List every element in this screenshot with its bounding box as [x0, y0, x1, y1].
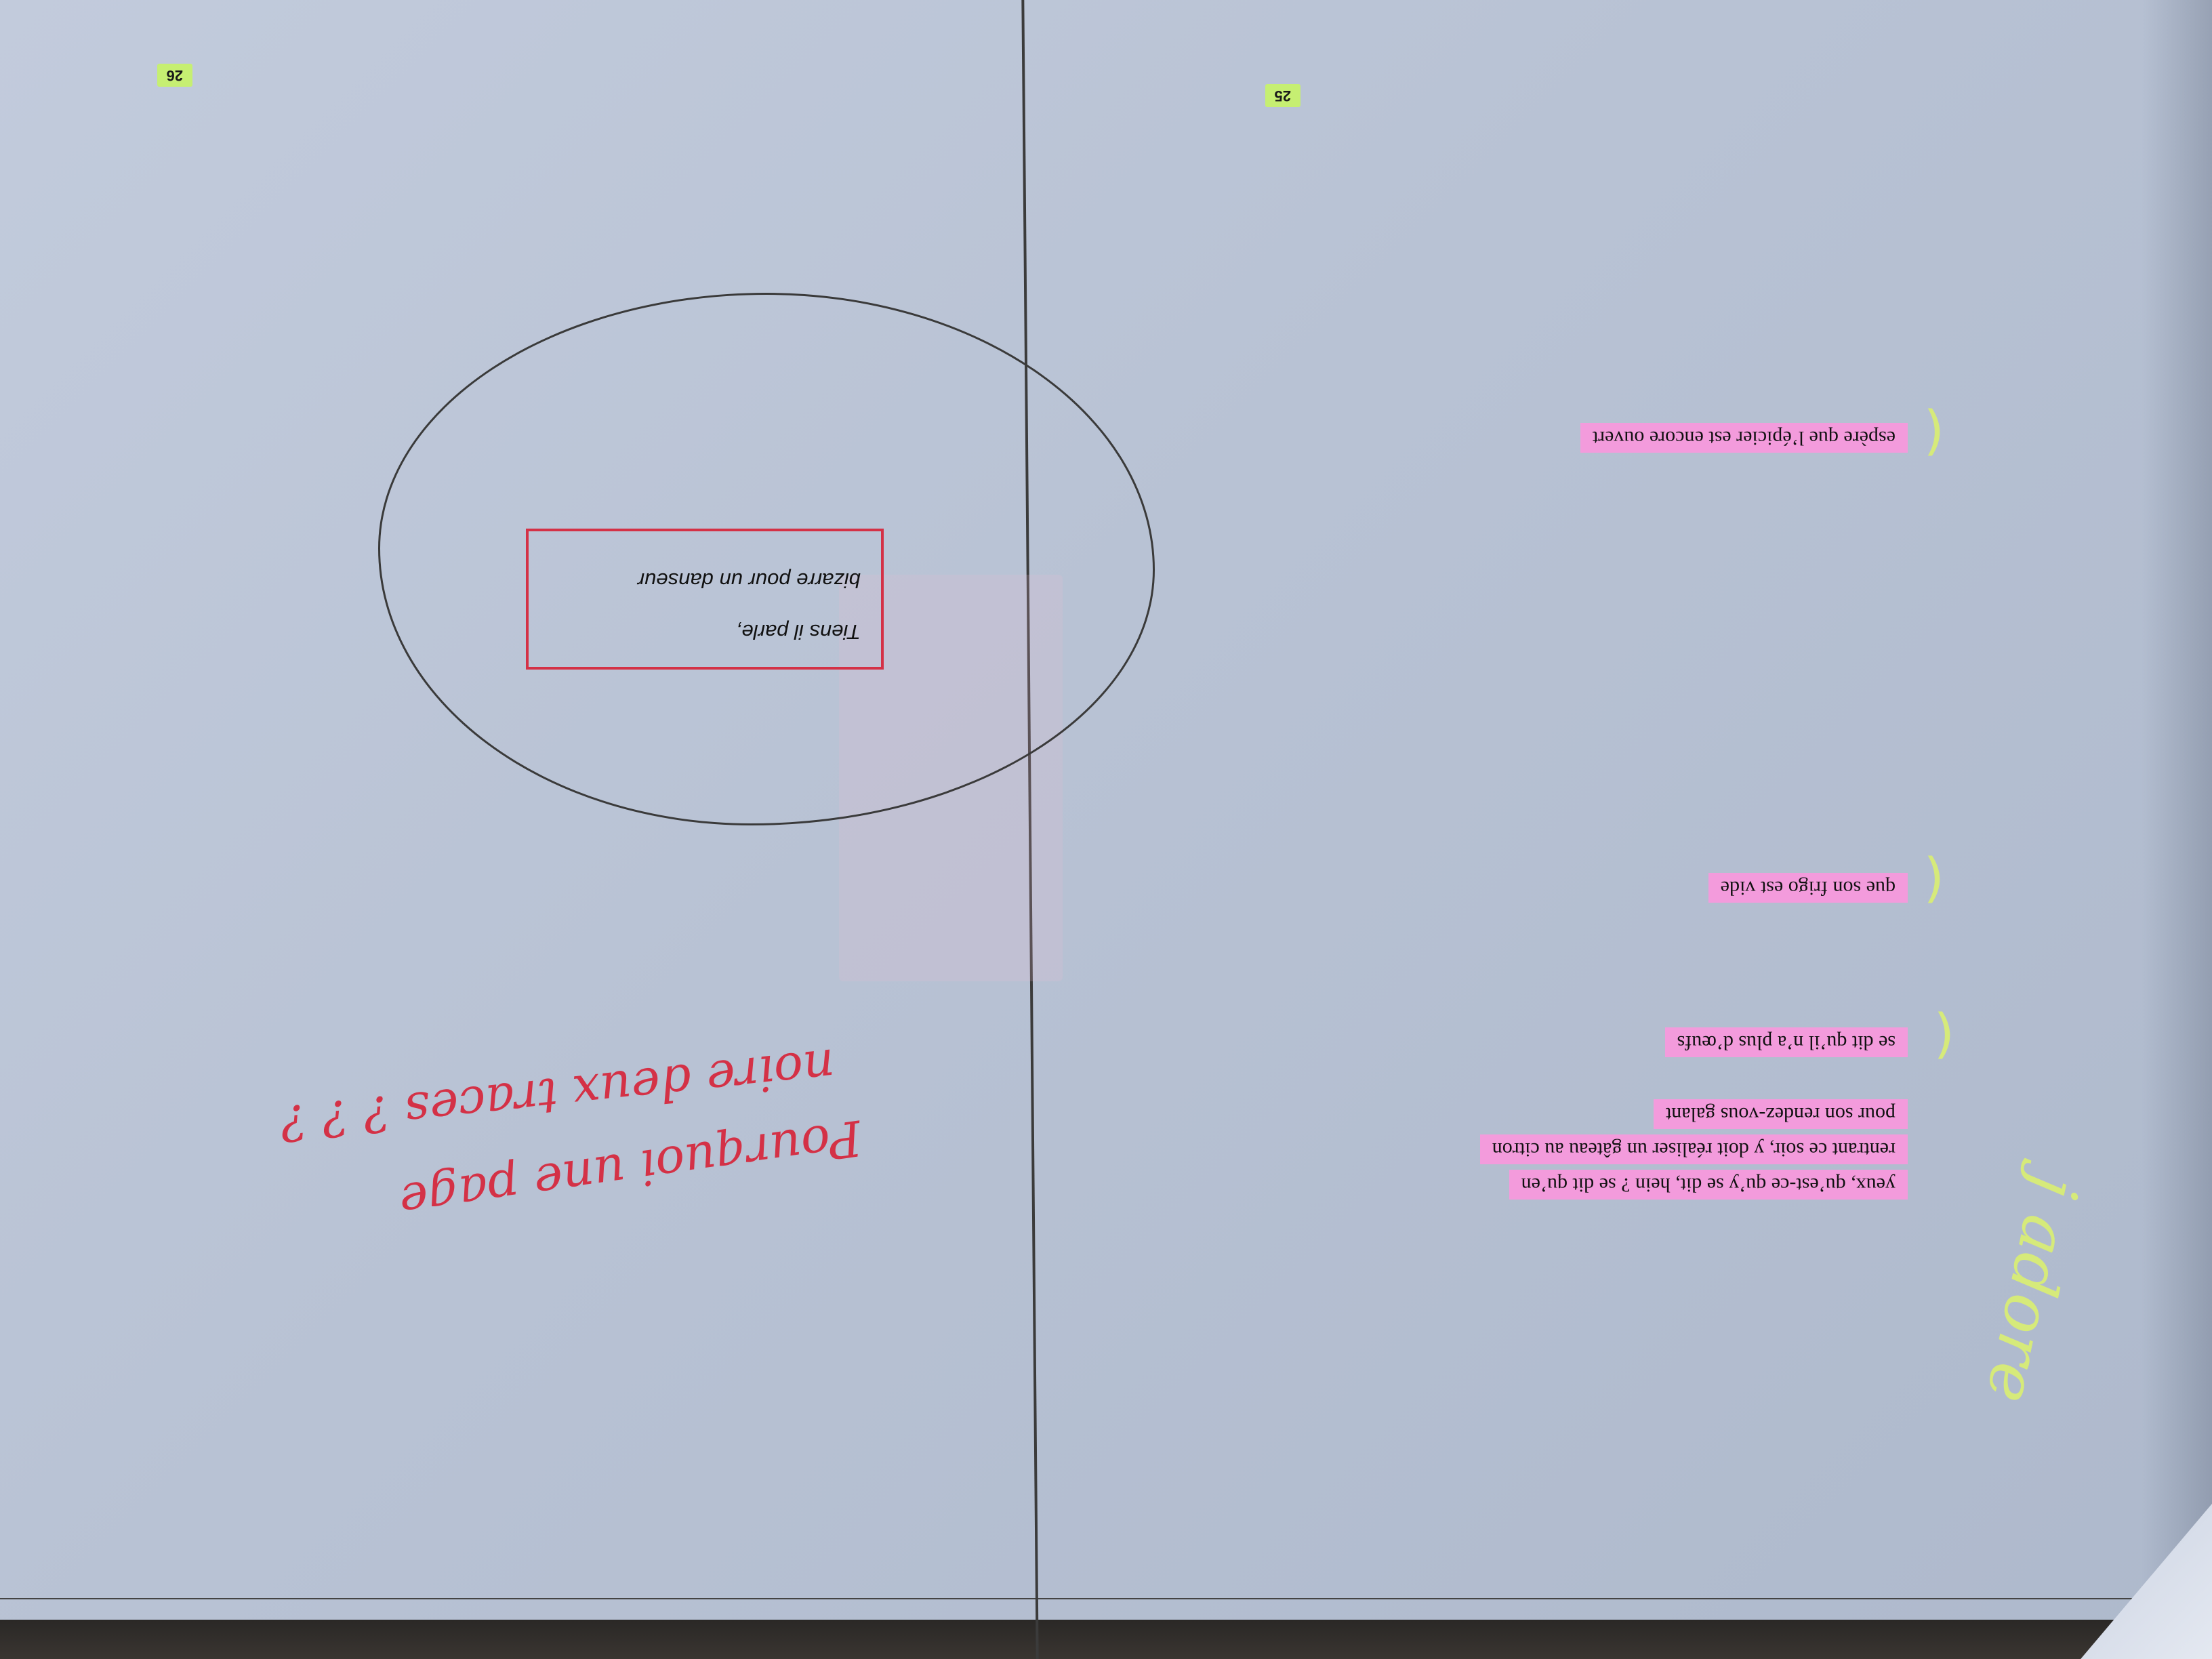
page-number-left: 25: [1265, 84, 1300, 107]
table-edge-line: [0, 1598, 2212, 1599]
green-bracket: (: [1933, 1006, 1954, 1067]
page-shadow: [2142, 0, 2212, 1659]
handwritten-margin-note: j adore: [1971, 1168, 2093, 1410]
green-bracket: (: [1923, 403, 1944, 464]
highlighted-line: yeux, qu’est-ce qu’y se dit, hein ? se d…: [1509, 1170, 1908, 1200]
quote-line-2: bizarre pour un danseur: [637, 569, 861, 592]
green-bracket: (: [1923, 850, 1944, 911]
table-surface: [0, 1620, 2212, 1659]
highlighted-line: espère que l’épicier est encore ouvert: [1580, 423, 1908, 453]
page-number-right: 26: [157, 64, 192, 87]
red-boxed-quote: Tiens il parle, bizarre pour un danseur: [526, 529, 884, 670]
highlighted-line: que son frigo est vide: [1708, 873, 1908, 903]
quote-line-1: Tiens il parle,: [735, 620, 861, 644]
highlighted-line: se dit qu’il n’a plus d’œufs: [1664, 1027, 1908, 1057]
highlighted-line: pour son rendez-vous galant: [1653, 1099, 1908, 1129]
highlighted-line: rentrant ce soir, y doit réaliser un gât…: [1479, 1134, 1908, 1164]
